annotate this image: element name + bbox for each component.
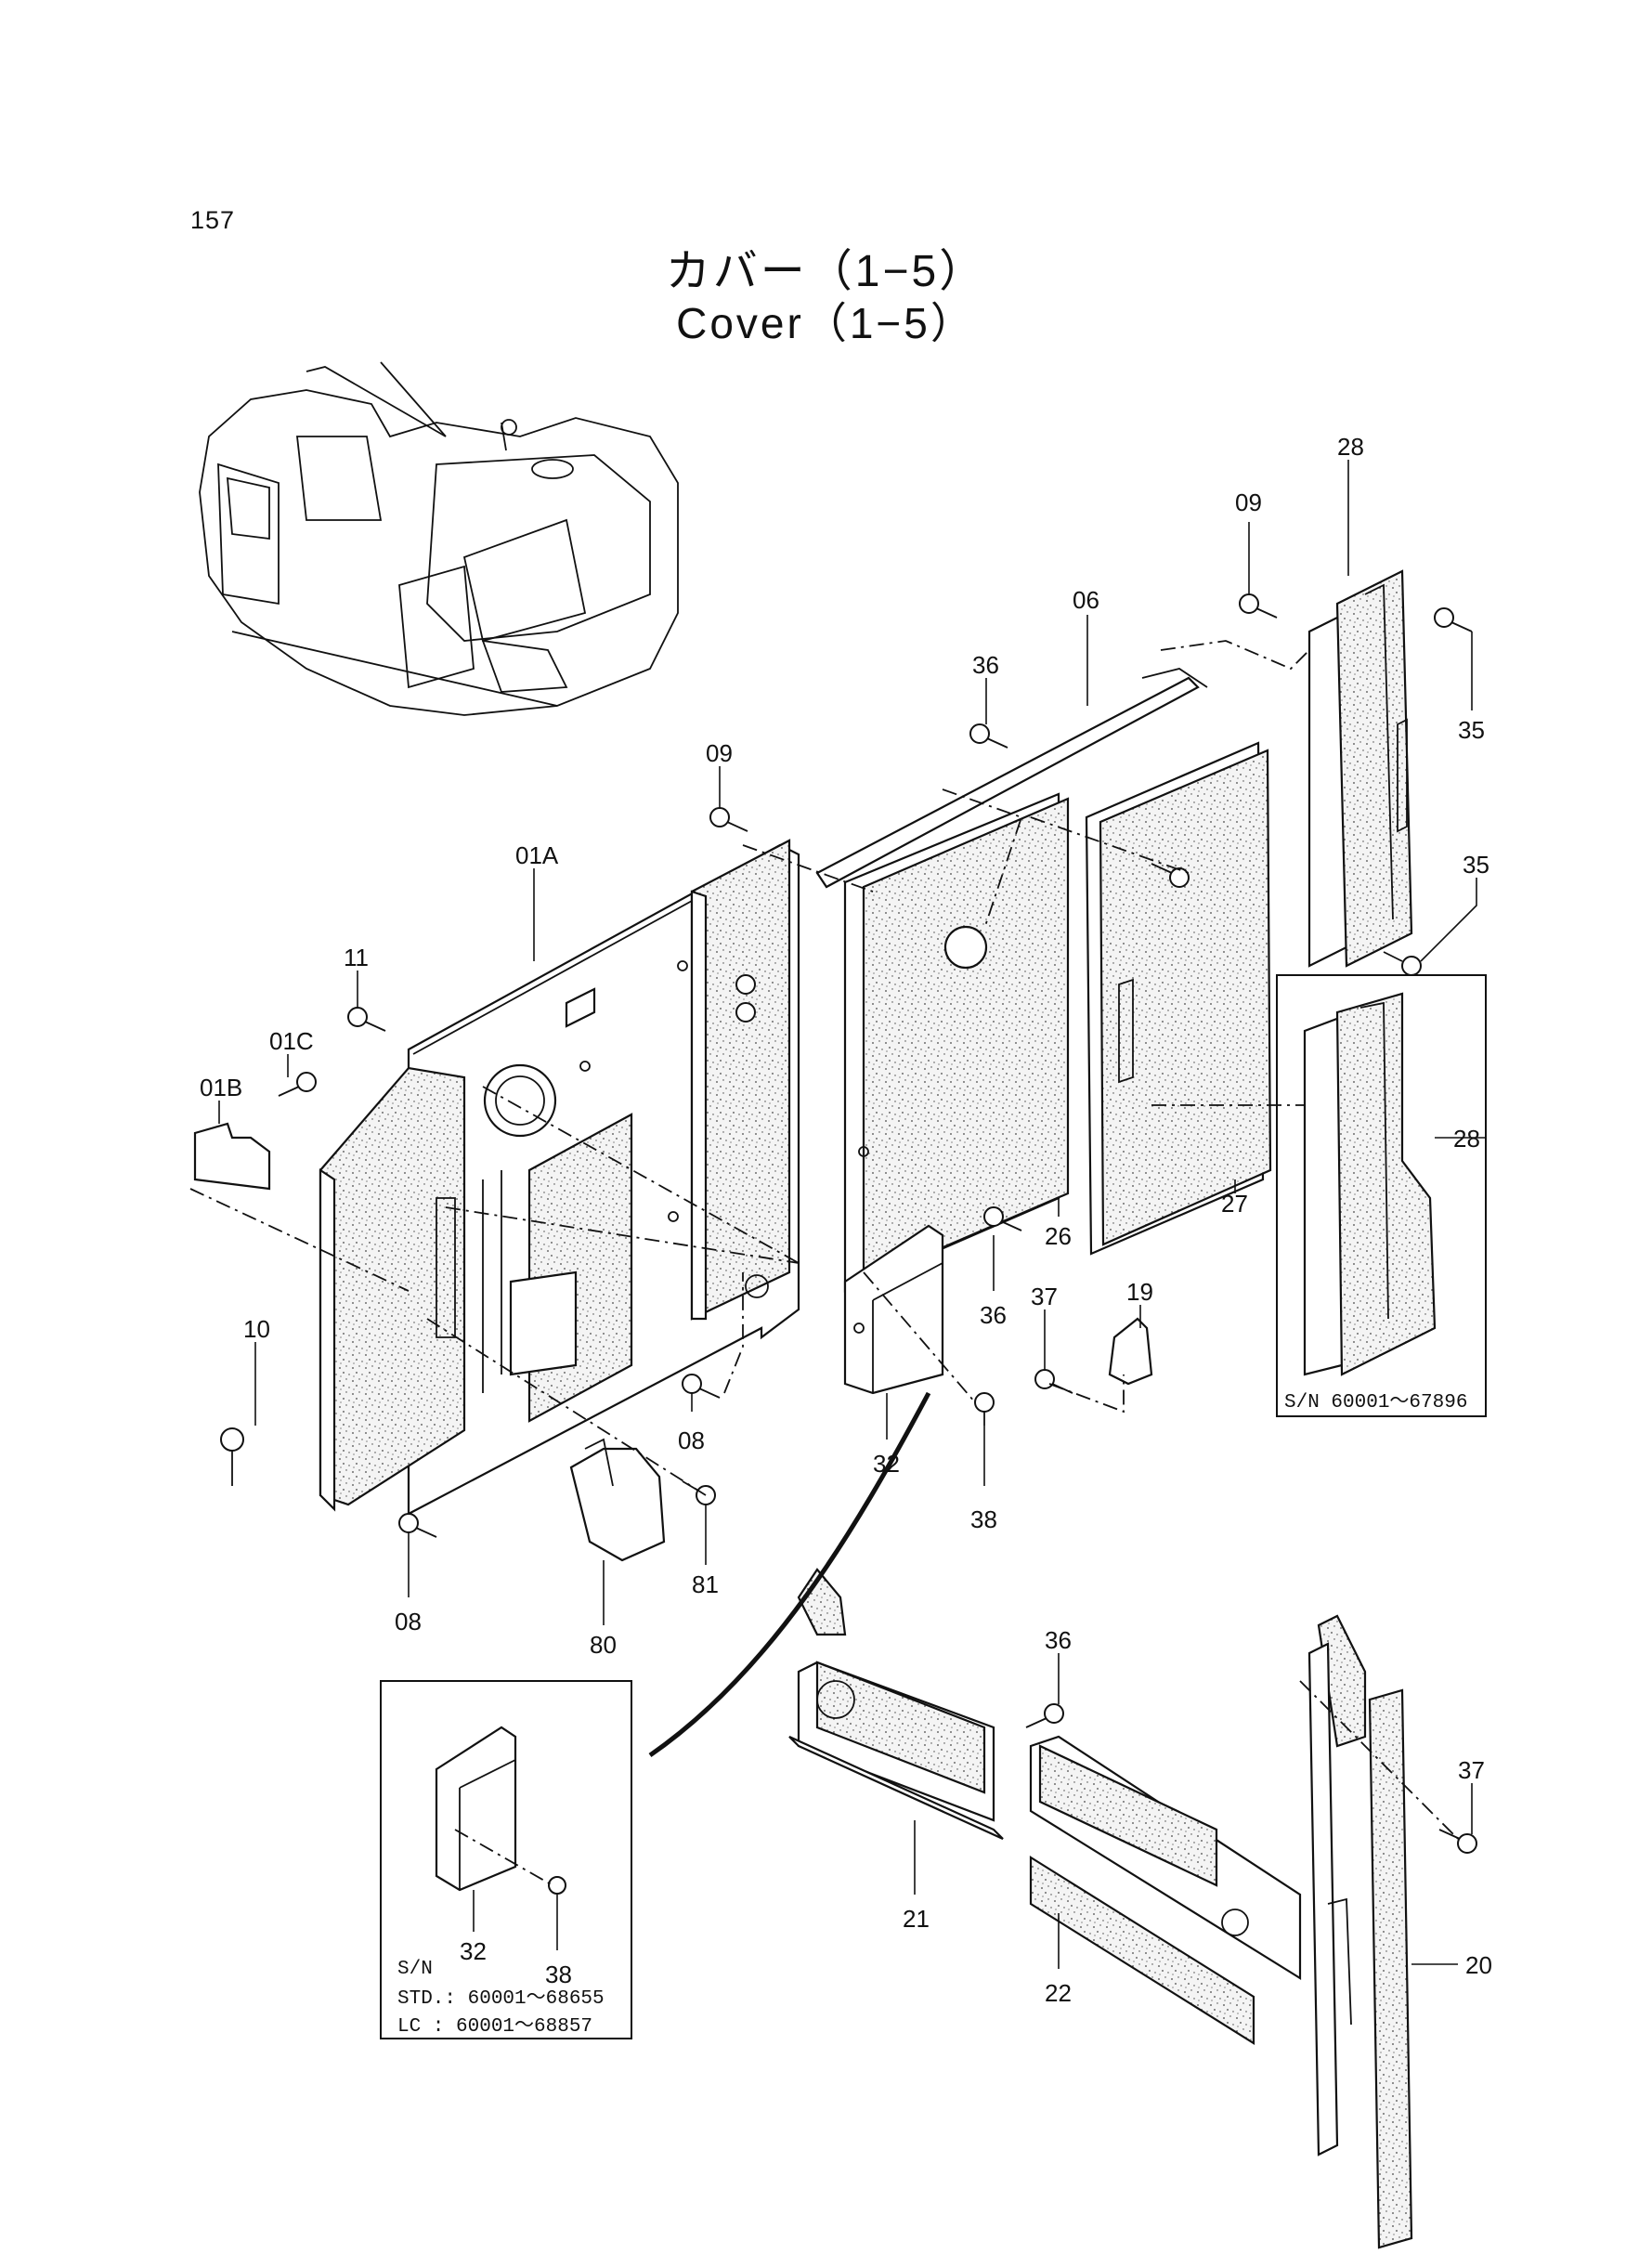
bolt-81 <box>682 1480 716 1505</box>
bolt-11 <box>347 1007 386 1032</box>
inset-left-sn-label: S/N <box>397 1959 433 1980</box>
bolt-38 <box>974 1392 995 1426</box>
callout-01A: 01A <box>515 841 559 869</box>
callout-32-inset: 32 <box>460 1937 487 1965</box>
bolt-10 <box>220 1427 244 1486</box>
bolt-35-a <box>1434 607 1473 632</box>
bolt-36-panel <box>1151 863 1190 888</box>
callout-27: 27 <box>1221 1190 1248 1218</box>
inset-box-left: S/N STD.: 60001～68655 LC : 60001～68857 <box>380 1680 632 2039</box>
callout-09-top: 09 <box>1235 489 1262 516</box>
top-strip-06 <box>815 668 1208 889</box>
callout-19: 19 <box>1126 1278 1153 1306</box>
callout-leader-lines <box>218 460 1486 1969</box>
callout-labels: 28 09 06 36 35 35 09 01A 11 01C 01B 28 2… <box>200 433 1492 2007</box>
callout-21: 21 <box>903 1905 930 1933</box>
bracket-01B <box>193 1122 271 1191</box>
bolt-08-mid <box>682 1374 721 1399</box>
inset-right-serial-note: S/N 60001～67896 <box>1284 1392 1467 1414</box>
bolt-37-mid <box>1034 1369 1073 1394</box>
inset-reference-curve <box>648 1391 931 1758</box>
callout-10: 10 <box>243 1315 270 1343</box>
inset-box-right: S/N 60001～67896 <box>1276 974 1487 1417</box>
callout-81: 81 <box>692 1570 719 1598</box>
bolt-08-low <box>398 1513 437 1538</box>
callout-22: 22 <box>1045 1979 1072 2007</box>
bolt-35-b <box>1383 951 1422 976</box>
callout-32: 32 <box>873 1450 900 1478</box>
inset-left-std-line: STD.: 60001～68655 <box>397 1988 605 2010</box>
vertical-foam-strip <box>690 839 791 1321</box>
panel-26 <box>843 792 1070 1293</box>
side-rail-28 <box>1307 569 1413 968</box>
callout-80: 80 <box>590 1631 617 1659</box>
callout-11: 11 <box>344 944 369 971</box>
callout-01C: 01C <box>269 1027 314 1055</box>
callout-35-a: 35 <box>1458 716 1485 744</box>
callout-01B: 01B <box>200 1074 242 1101</box>
bolt-37-low <box>1438 1829 1477 1854</box>
callout-35-b: 35 <box>1463 851 1489 879</box>
callout-20: 20 <box>1465 1951 1492 1979</box>
lower-bracket-21 <box>788 1568 1004 1841</box>
bolt-36-mid <box>983 1206 1022 1231</box>
callout-09-mid: 09 <box>706 739 733 767</box>
left-foam-insulation <box>319 1066 466 1512</box>
bolt-09-top <box>1239 593 1278 619</box>
callout-08-low: 08 <box>395 1608 422 1635</box>
callout-37-mid: 37 <box>1031 1283 1058 1310</box>
callout-38: 38 <box>970 1505 997 1533</box>
callout-08-mid: 08 <box>678 1427 705 1454</box>
bracket-80 <box>569 1438 666 1562</box>
panel-27 <box>1085 741 1272 1256</box>
page-title-japanese: カバー（1−5） <box>665 247 987 296</box>
clip-19 <box>1108 1317 1153 1386</box>
bolt-36-low <box>1025 1703 1064 1728</box>
callout-36-low: 36 <box>1045 1626 1072 1654</box>
excavator-overview-sketch <box>199 361 679 716</box>
inset-left-lc-line: LC : 60001～68857 <box>397 2016 592 2038</box>
callout-36-top: 36 <box>972 651 999 679</box>
vertical-rail-20 <box>1307 1614 1413 2249</box>
assembly-alignment-lines <box>189 640 1459 1840</box>
callout-37-low: 37 <box>1458 1756 1485 1784</box>
callout-26: 26 <box>1045 1222 1072 1250</box>
bolt-36-top <box>969 723 1008 749</box>
callout-28-inset: 28 <box>1453 1125 1480 1153</box>
callout-38-inset: 38 <box>545 1961 572 1988</box>
cover-32 <box>843 1224 944 1395</box>
callout-36-mid: 36 <box>980 1301 1007 1329</box>
bolt-09-mid <box>709 807 748 832</box>
page-number: 157 <box>190 206 236 234</box>
page-title-english: Cover（1−5） <box>676 299 976 347</box>
callout-28-top: 28 <box>1337 433 1364 461</box>
bolt-01C <box>278 1072 317 1097</box>
lower-bracket-22 <box>1029 1735 1302 2045</box>
center-foam-bracket <box>482 1113 633 1423</box>
callout-06: 06 <box>1073 586 1099 614</box>
